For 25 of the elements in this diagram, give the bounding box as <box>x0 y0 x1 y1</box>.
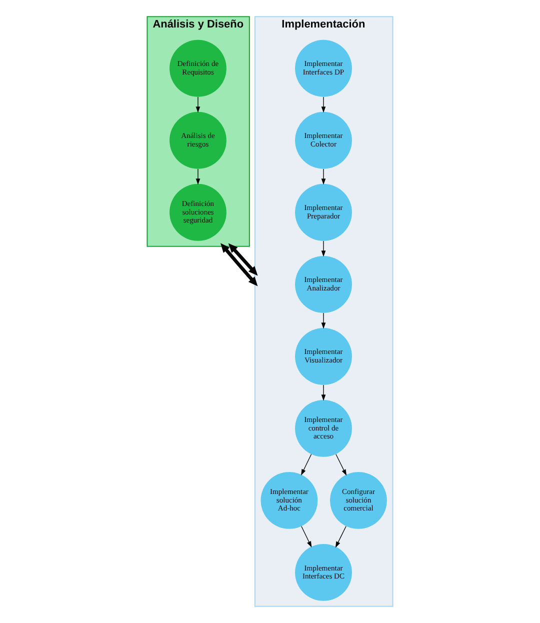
node-circle: Implementar control de acceso <box>295 400 352 457</box>
arrow <box>321 312 326 329</box>
arrow <box>321 168 326 185</box>
node-circle: Definición soluciones seguridad <box>170 184 226 241</box>
arrow <box>301 454 312 476</box>
node-circle: Definición de Requisitos <box>170 40 226 97</box>
arrow <box>321 384 326 401</box>
node-circle: Implementar solución Ad-hoc <box>260 472 318 529</box>
arrow <box>336 454 347 476</box>
arrow <box>196 96 200 113</box>
node-circle: Implementar Analizador <box>295 256 352 313</box>
arrow <box>335 526 346 548</box>
arrow <box>220 243 258 286</box>
node-circle: Configurar solución comercial <box>330 472 387 529</box>
arrow <box>228 243 258 276</box>
node-circle: Implementar Preparador <box>295 184 352 241</box>
arrow <box>321 96 326 113</box>
arrow <box>321 240 326 257</box>
node-circle: Análisis de riesgos <box>170 112 226 169</box>
node-circle: Implementar Interfaces DC <box>295 544 352 601</box>
node-circle: Implementar Interfaces DP <box>295 40 352 97</box>
node-circle: Implementar Colector <box>295 112 352 169</box>
arrow <box>301 526 312 548</box>
arrow <box>196 168 200 185</box>
node-circle: Implementar Visualizador <box>295 328 352 385</box>
